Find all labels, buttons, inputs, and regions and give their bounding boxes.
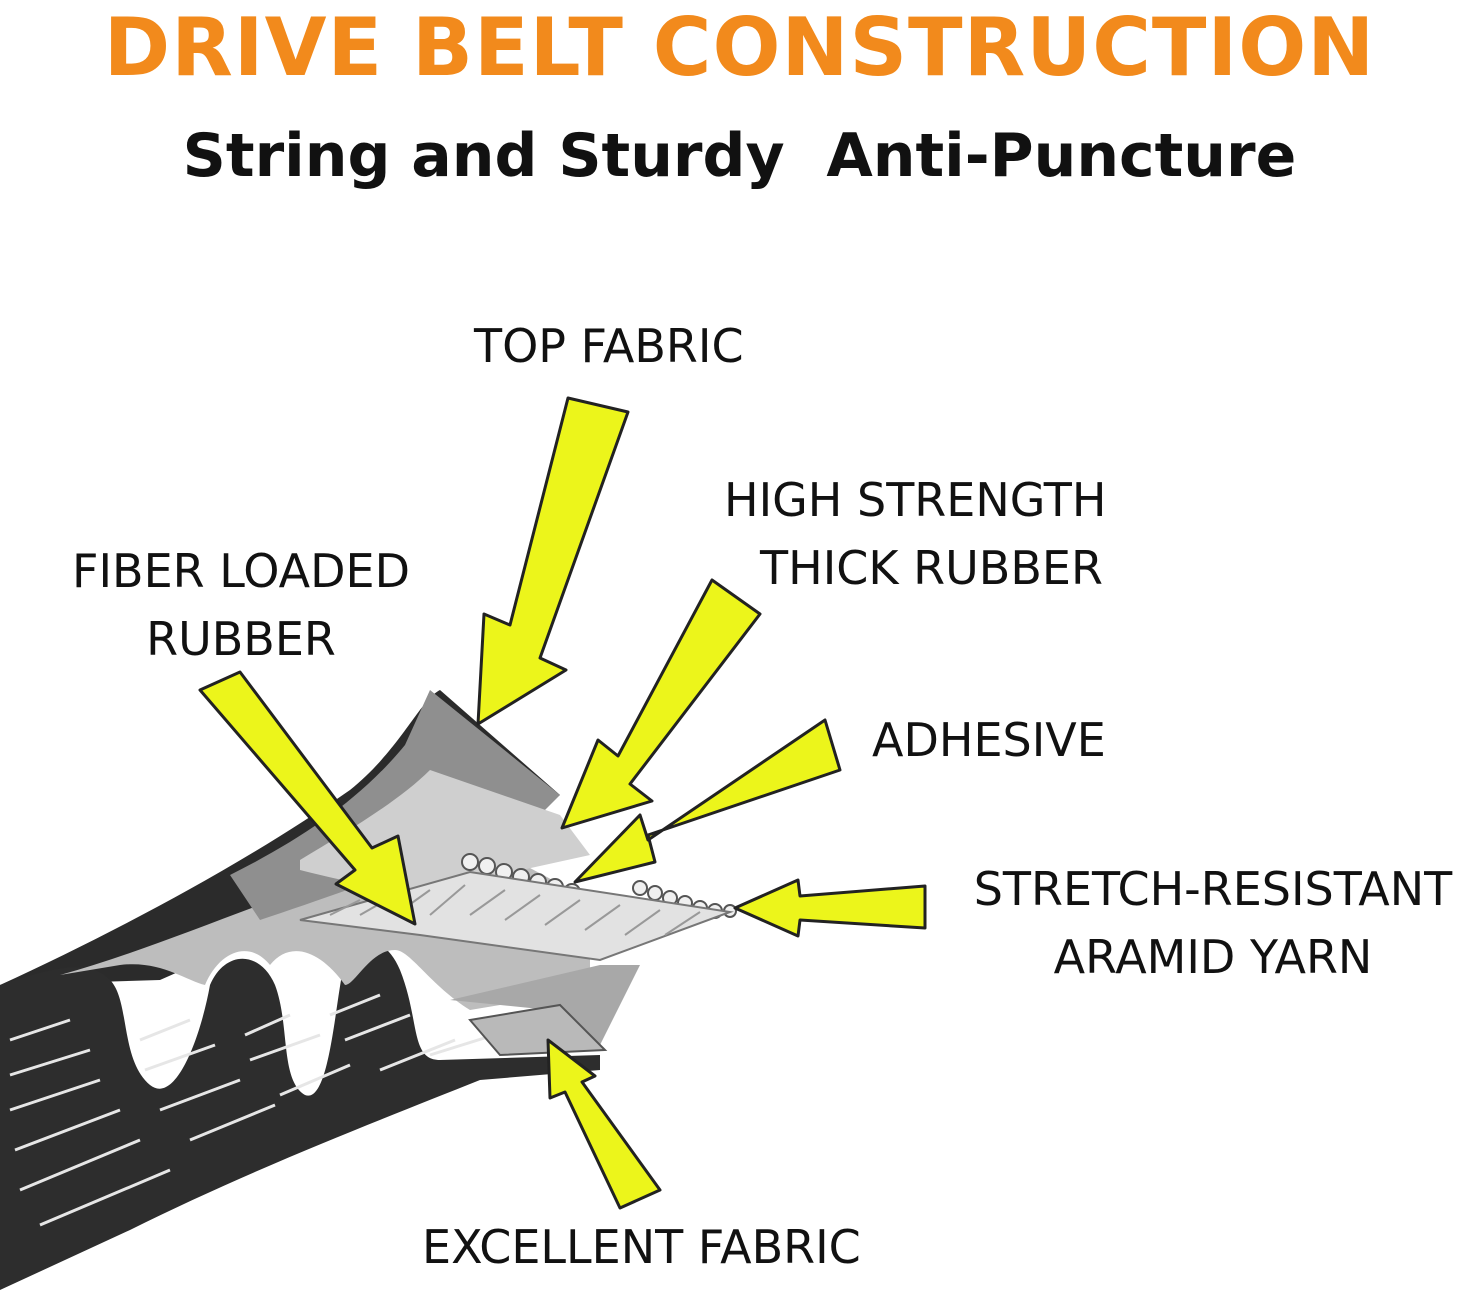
arrow-top-fabric	[476, 396, 630, 726]
arrow-thick-rubber	[560, 578, 762, 830]
bottom-fabric-layer	[450, 965, 640, 1045]
bottom-fabric-strip	[468, 1003, 608, 1057]
belt-teeth	[0, 942, 600, 1290]
arrow-aramid	[733, 878, 927, 938]
label-high-strength-line2: THICK RUBBER	[760, 541, 1103, 595]
label-fiber-loaded-line1: FIBER LOADED	[72, 544, 410, 598]
label-stretch-resistant: STRETCH-RESISTANT ARAMID YARN	[948, 855, 1478, 991]
label-stretch-line1: STRETCH-RESISTANT	[973, 862, 1453, 916]
label-excellent-fabric: EXCELLENT FABRIC	[422, 1220, 861, 1274]
callout-arrows	[198, 396, 927, 1210]
label-adhesive: ADHESIVE	[872, 713, 1106, 767]
arrow-excellent-fabric	[546, 1038, 662, 1210]
label-fiber-loaded-line2: RUBBER	[146, 612, 336, 666]
label-high-strength: HIGH STRENGTH THICK RUBBER	[724, 466, 1106, 602]
label-top-fabric: TOP FABRIC	[474, 319, 744, 373]
label-high-strength-line1: HIGH STRENGTH	[724, 473, 1107, 527]
page-subtitle: String and Sturdy Anti-Puncture	[182, 121, 1297, 191]
belt-cord-lines	[9, 993, 511, 1227]
label-stretch-line2: ARAMID YARN	[1053, 930, 1373, 984]
arrow-fiber-rubber	[198, 670, 417, 926]
arrow-adhesive	[573, 718, 842, 884]
page-title: DRIVE BELT CONSTRUCTION	[103, 1, 1376, 94]
label-fiber-loaded: FIBER LOADED RUBBER	[56, 537, 426, 673]
